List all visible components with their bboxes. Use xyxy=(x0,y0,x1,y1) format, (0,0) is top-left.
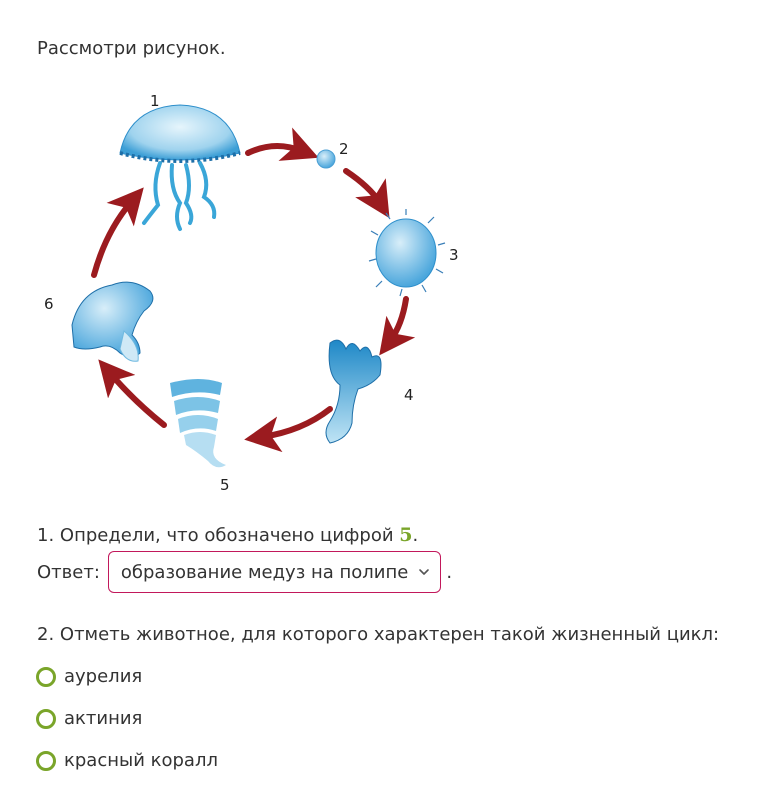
question-1-digit: 5 xyxy=(399,524,413,546)
stage-label-2: 2 xyxy=(339,140,349,158)
option-red-coral[interactable]: красный коралл xyxy=(36,750,218,771)
option-actinia[interactable]: актиния xyxy=(36,708,142,729)
question-1-text: 1. Определи, что обозначено цифрой xyxy=(37,525,400,546)
stage-2-egg xyxy=(316,149,336,169)
stage-label-6: 6 xyxy=(44,295,54,313)
radio-circle-icon[interactable] xyxy=(36,750,56,771)
answer-select[interactable]: образование медуз на полипе xyxy=(107,551,442,593)
stage-label-3: 3 xyxy=(449,246,459,264)
question-2-text: 2. Отметь животное, для которого характе… xyxy=(37,624,720,645)
arrow-6-1 xyxy=(91,187,144,278)
radio-circle-icon[interactable] xyxy=(36,708,56,729)
option-label: красный коралл xyxy=(64,750,218,771)
answer-period: . xyxy=(446,561,453,583)
arrow-3-4 xyxy=(379,296,416,356)
life-cycle-diagram: 1 2 3 4 5 6 xyxy=(44,92,459,494)
answer-select-value: образование медуз на полипе xyxy=(120,561,409,583)
option-label: аурелия xyxy=(64,666,143,687)
option-aurelia[interactable]: аурелия xyxy=(36,666,142,687)
arrow-4-5 xyxy=(244,406,333,453)
answer-label: Ответ: xyxy=(37,561,100,583)
answer-row: Ответ: образование медуз на полипе . xyxy=(37,551,452,593)
stage-label-5: 5 xyxy=(220,476,230,494)
stage-6-ephyra xyxy=(71,281,154,362)
cycle-arrows xyxy=(91,127,416,453)
stage-label-4: 4 xyxy=(404,386,414,404)
radio-circle-icon[interactable] xyxy=(36,666,56,687)
arrow-5-6 xyxy=(98,359,167,428)
task-intro: Рассмотри рисунок. xyxy=(37,38,226,59)
question-1: 1. Определи, что обозначено цифрой 5. xyxy=(37,524,418,546)
arrow-1-2 xyxy=(245,127,319,161)
life-cycle-figure: 1 2 3 4 5 6 xyxy=(40,85,480,500)
stage-label-1: 1 xyxy=(150,92,160,110)
chevron-down-icon xyxy=(419,569,430,575)
stage-5-strobila xyxy=(170,379,226,468)
stage-4-polyp xyxy=(325,339,382,444)
question-1-end: . xyxy=(412,525,419,546)
option-label: актиния xyxy=(64,708,143,729)
arrow-2-3 xyxy=(343,168,390,219)
stage-3-planula xyxy=(368,209,446,297)
stage-1-medusa xyxy=(119,104,241,231)
